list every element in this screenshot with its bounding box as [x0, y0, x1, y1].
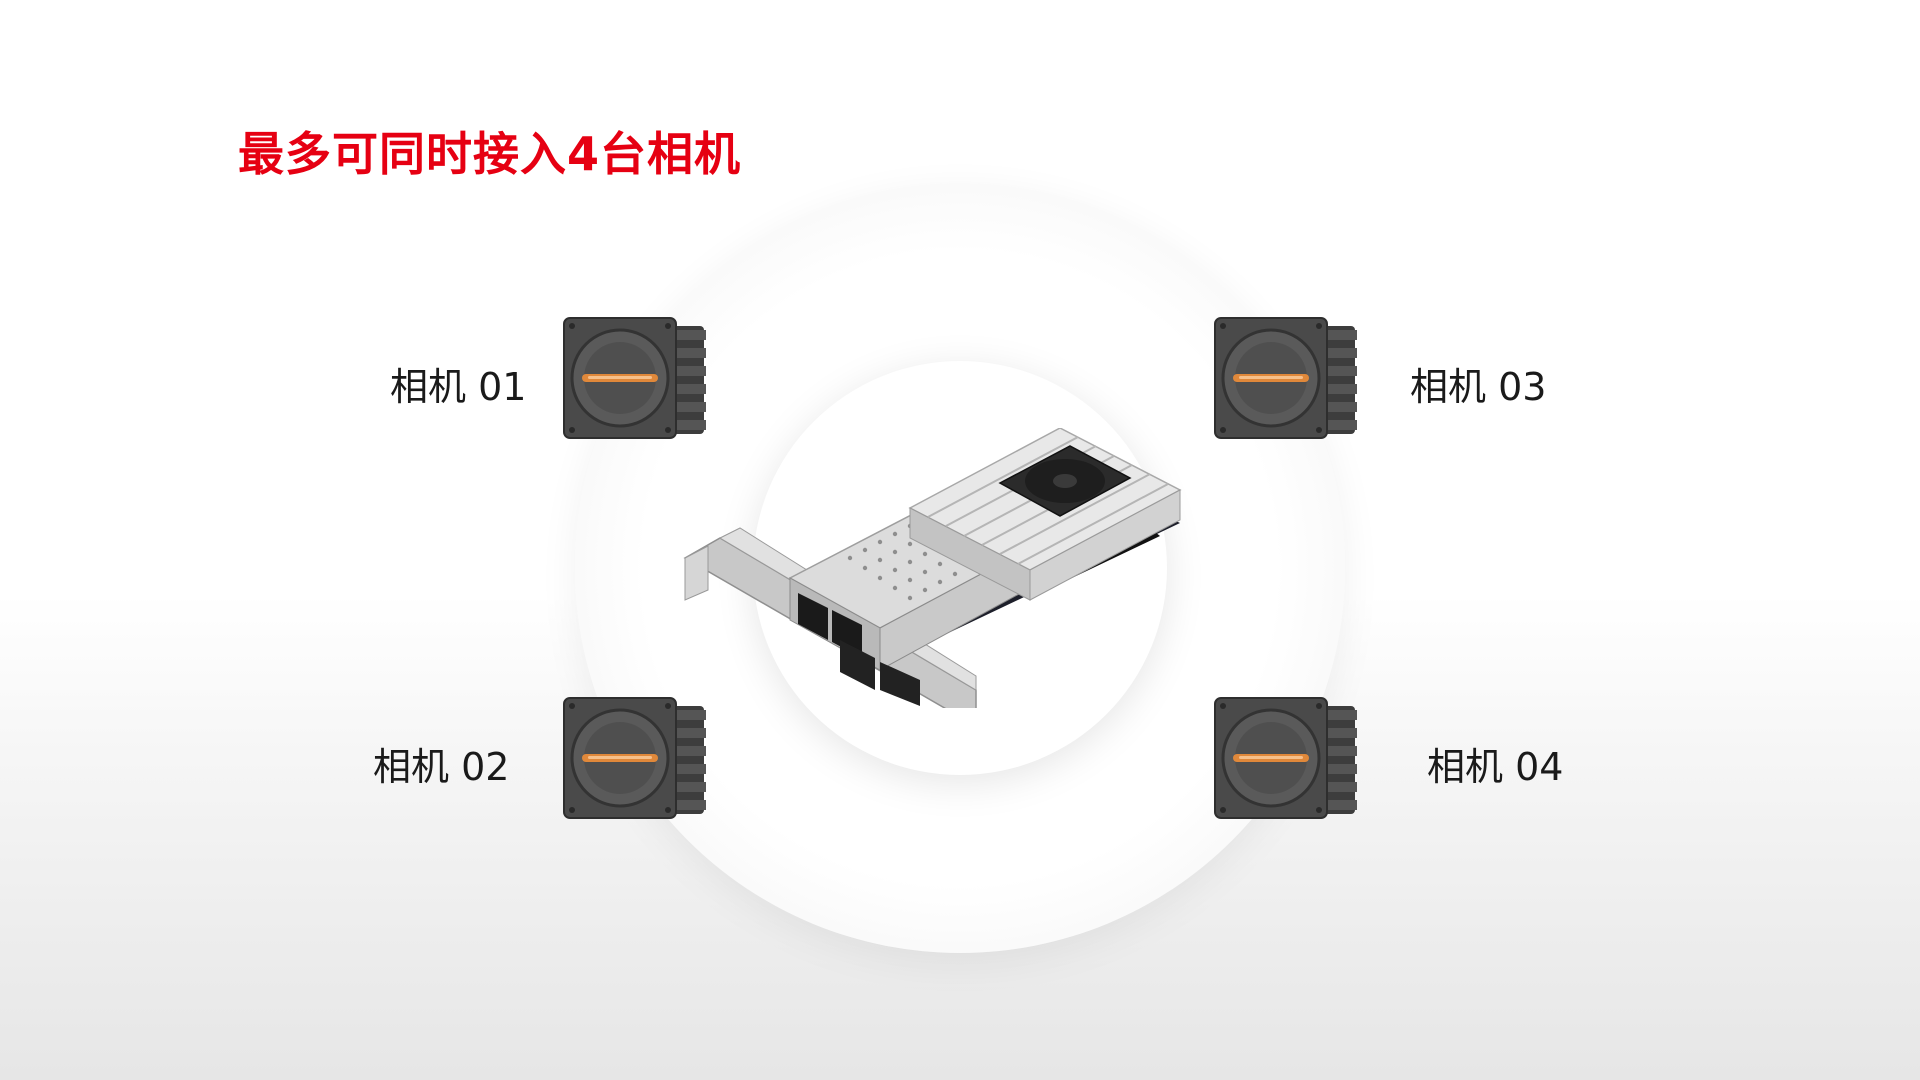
line-scan-camera-icon [1214, 317, 1357, 439]
line-scan-camera-icon [563, 317, 706, 439]
page-title: 最多可同时接入4台相机 [238, 127, 742, 181]
camera-label-03: 相机 03 [1410, 365, 1547, 409]
line-scan-camera-icon [1214, 697, 1357, 819]
camera-label-04: 相机 04 [1427, 745, 1564, 789]
camera-label-01: 相机 01 [390, 365, 527, 409]
line-scan-camera-icon [563, 697, 706, 819]
camera-label-02: 相机 02 [373, 745, 510, 789]
frame-grabber-card-icon [683, 428, 1182, 708]
